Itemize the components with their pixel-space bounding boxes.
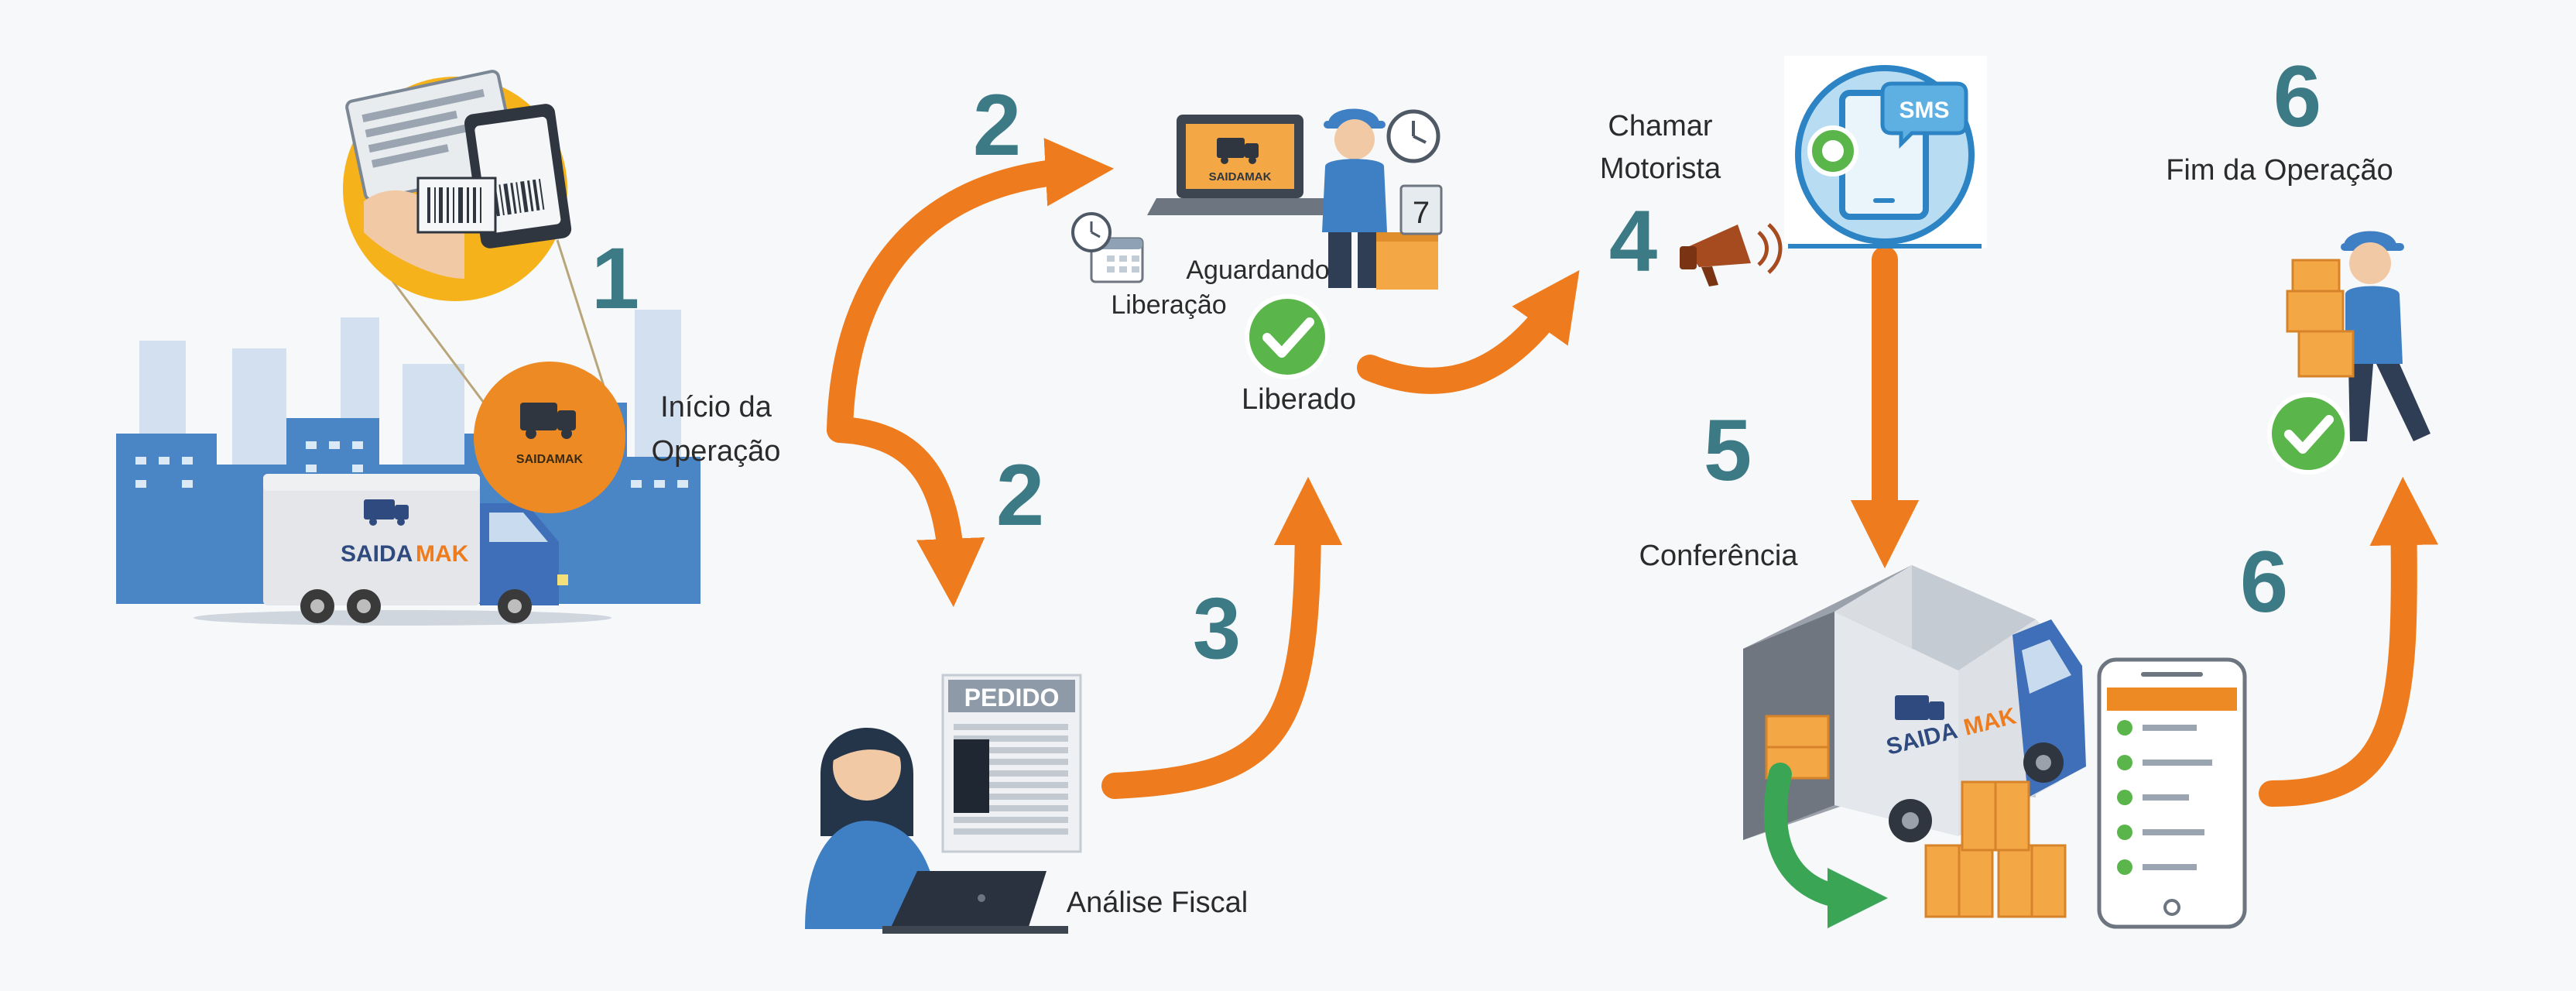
step-4-label-line1: Chamar — [1608, 110, 1712, 142]
arrow-start-to-fiscal — [827, 417, 985, 608]
truck-brand-part2: MAK — [416, 541, 469, 567]
delivery-truck-start: SAIDA MAK — [194, 474, 611, 626]
step-1-label-line2: Operação — [652, 435, 781, 468]
green-unload-arrow — [1763, 763, 1888, 928]
arrow-liberado-to-call — [1357, 269, 1580, 394]
step-5-number: 5 — [1704, 402, 1752, 499]
step-2-top-number: 2 — [973, 77, 1021, 173]
sms-text: SMS — [1899, 98, 1949, 123]
arrow-start-to-waiting — [827, 138, 1115, 443]
sms-phone-icon: SMS — [1784, 56, 1987, 249]
analyst-woman-with-laptop — [805, 728, 1068, 934]
worker-carrying-boxes — [2286, 231, 2430, 441]
checklist-phone-icon — [2097, 657, 2247, 929]
worker-with-box: 7 — [1322, 108, 1443, 290]
laptop-icon — [890, 871, 1046, 929]
step-2-label-line1: Aguardando — [1186, 255, 1329, 285]
stacked-boxes-icon — [1924, 780, 2067, 918]
megaphone-icon — [1680, 223, 1783, 286]
step-6-top-number: 6 — [2273, 48, 2321, 145]
document-title: PEDIDO — [964, 684, 1060, 712]
svg-text:7: 7 — [1413, 196, 1430, 230]
box-icon — [1376, 232, 1438, 290]
step-5-label: Conferência — [1639, 540, 1799, 572]
step-3-number: 3 — [1193, 580, 1241, 677]
step-6-label: Fim da Operação — [2166, 154, 2393, 187]
truck-icon — [1895, 695, 1944, 720]
calendar-clock-icon — [1071, 212, 1144, 283]
truck-logo-icon — [364, 499, 409, 526]
truck-icon — [1217, 138, 1259, 164]
step-3-label: Análise Fiscal — [1067, 886, 1248, 919]
step-1-label-line1: Início da — [660, 391, 772, 423]
liberado-check-icon — [1245, 294, 1330, 379]
truck-icon — [520, 403, 576, 439]
pedido-document: PEDIDO — [941, 674, 1082, 853]
step-1-number: 1 — [591, 230, 639, 327]
box-icon — [2286, 259, 2355, 378]
laptop-brand-text: SAIDAMAK — [1209, 170, 1272, 183]
clipboard-icon — [1399, 184, 1443, 235]
badge-brand-text: SAIDAMAK — [516, 453, 584, 466]
flow-arrows — [827, 138, 2439, 807]
step-6-bottom-number: 6 — [2240, 533, 2288, 630]
step-2-bottom-number: 2 — [996, 447, 1044, 544]
sms-bubble-icon — [1880, 81, 1968, 149]
step-4-number: 4 — [1609, 193, 1657, 290]
laptop-illustration: SAIDAMAK — [1147, 115, 1333, 215]
scan-tablet-illustration — [343, 70, 572, 301]
end-check-icon — [2267, 393, 2349, 475]
step-4-label-line2: Motorista — [1600, 153, 1721, 185]
step-2-label-line2: Liberação — [1111, 290, 1226, 320]
zoom-connector — [378, 239, 613, 411]
arrow-check-to-end — [2259, 476, 2439, 807]
saidamak-logo-badge: SAIDAMAK — [474, 362, 625, 513]
arrow-fiscal-to-liberado — [1101, 476, 1343, 799]
liberado-label: Liberado — [1242, 383, 1356, 416]
truck-brand-part1: SAIDA — [341, 541, 413, 567]
loading-truck-illustration: SAIDA MAK — [1743, 565, 2086, 842]
